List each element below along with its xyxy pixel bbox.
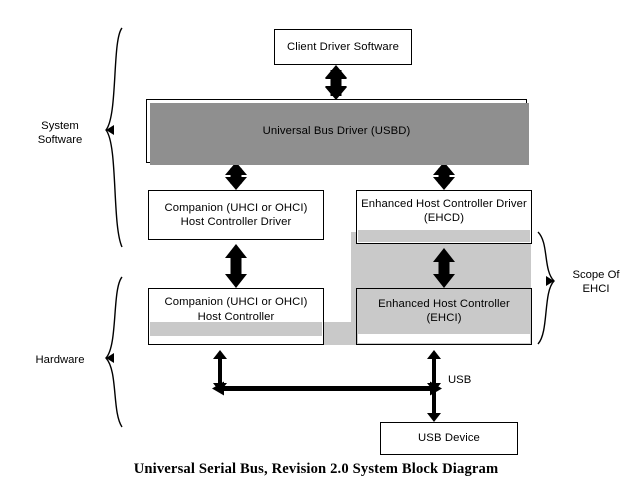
arrow-companion-driver-to-companion-controller [225,244,247,288]
box-client-driver-software-label: Client Driver Software [286,40,400,53]
box-companion-host-controller-label: Companion (UHCI or OHCI) Host Controller [164,296,308,323]
diagram-caption: Universal Serial Bus, Revision 2.0 Syste… [133,461,499,477]
label-scope-of-ehci: Scope Of EHCI [572,269,620,296]
box-enhanced-host-controller-label: Enhanced Host Controller (EHCI) [378,297,510,324]
label-usb-bus: USB [448,374,472,386]
brace-system-software [105,27,123,248]
label-system-software: System Software [37,120,83,147]
arrow-ehcd-to-ehci [433,248,455,288]
label-hardware: Hardware [35,354,85,366]
arrow-usbd-to-ehcd [433,162,455,190]
ehci-bottom-white-strip [358,334,530,343]
box-usb-device-label: USB Device [418,432,480,445]
brace-system-software-tip [106,125,114,135]
companion-controller-bottom-shade [150,322,322,336]
box-companion-host-controller-driver-label: Companion (UHCI or OHCI) Host Controller… [164,201,308,228]
brace-scope-of-ehci-tip [546,276,554,286]
brace-scope-of-ehci [537,231,555,345]
brace-hardware [105,276,123,428]
box-companion-host-controller[interactable]: Companion (UHCI or OHCI) Host Controller [148,288,324,345]
arrow-usbd-to-companion-driver [225,162,247,190]
box-companion-host-controller-driver[interactable]: Companion (UHCI or OHCI) Host Controller… [148,190,324,240]
arrow-bus-to-usb-device [427,391,441,422]
arrow-usb-bus-line [212,381,442,396]
brace-hardware-tip [106,353,114,363]
box-enhanced-host-controller-driver-label: Enhanced Host Controller Driver (EHCD) [361,197,527,224]
box-client-driver-software[interactable]: Client Driver Software [274,29,412,65]
box-universal-bus-driver[interactable]: Universal Bus Driver (USBD) [146,99,529,165]
box-usb-device[interactable]: USB Device [380,422,518,455]
box-universal-bus-driver-label: Universal Bus Driver (USBD) [262,124,411,137]
ehcd-bottom-shade [358,230,530,242]
arrow-usbd-to-client-driver [325,65,347,100]
